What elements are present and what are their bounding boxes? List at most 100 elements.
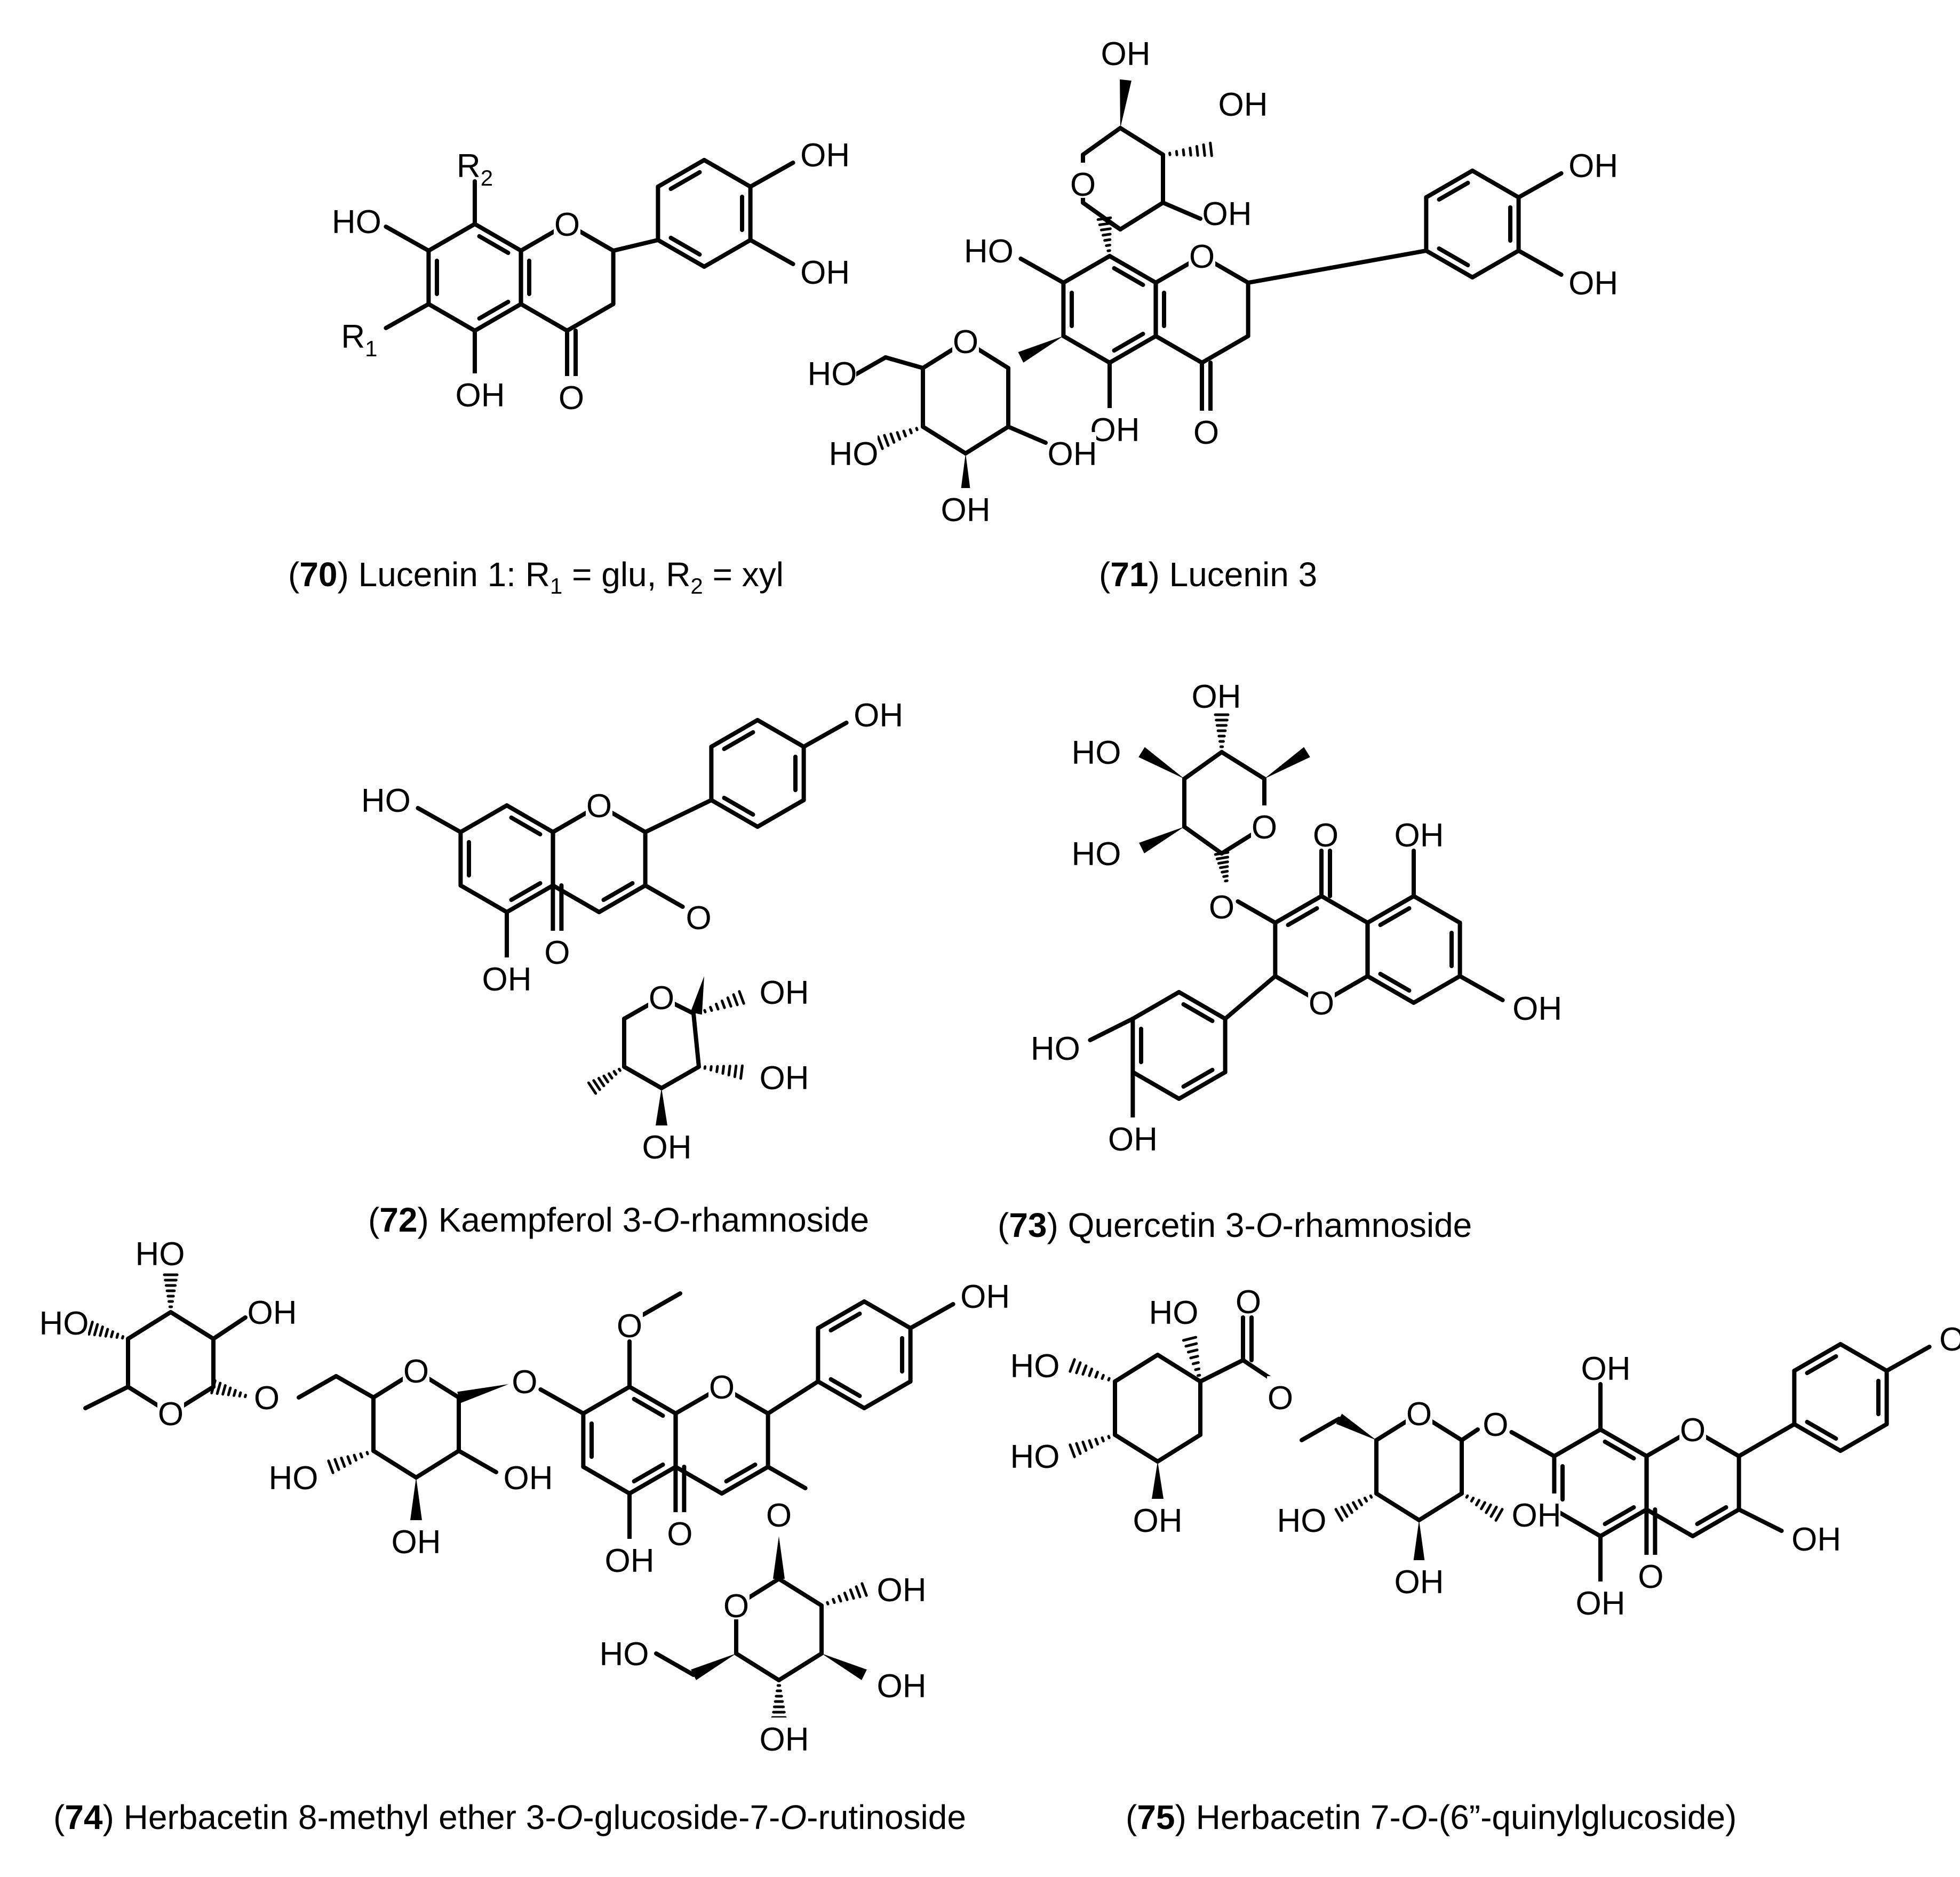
hash-bond bbox=[1340, 1505, 1349, 1518]
label-mask bbox=[1251, 805, 1278, 841]
carbonyl-o-70: O bbox=[559, 380, 584, 417]
oh-label-73: OH bbox=[1192, 678, 1241, 715]
oh-label-71: OH bbox=[1090, 412, 1140, 449]
hash-bond bbox=[1094, 1370, 1099, 1379]
carbonyl-o-71: O bbox=[1193, 414, 1219, 451]
hash-bond bbox=[726, 996, 732, 1008]
oh-label-73: OH bbox=[1395, 817, 1444, 854]
ring-b-74 bbox=[862, 1379, 913, 1410]
ring-a-75 bbox=[1552, 1507, 1603, 1538]
glycosidic-o-74: O bbox=[254, 1380, 280, 1417]
ring-c-72-double bbox=[601, 881, 635, 902]
ring-b-74-double bbox=[828, 1311, 862, 1333]
label-mask bbox=[455, 144, 495, 179]
label-mask bbox=[1070, 163, 1096, 198]
hash-bond bbox=[1094, 1437, 1099, 1446]
bond-75 bbox=[1509, 1430, 1557, 1458]
bond-75 bbox=[1884, 1345, 1932, 1373]
carbonyl-o-74: O bbox=[667, 1516, 692, 1553]
bond-71 bbox=[1006, 425, 1048, 445]
oh-label-73: OH bbox=[1108, 1121, 1158, 1158]
ring-b-71 bbox=[1424, 249, 1475, 279]
ring-a-74-double bbox=[632, 1462, 665, 1484]
rhamnose-ring-73 bbox=[1182, 750, 1224, 781]
ring-a-72-double bbox=[509, 815, 543, 837]
hash-bond bbox=[340, 1456, 346, 1468]
hash-bond bbox=[1088, 1367, 1094, 1377]
label-mask bbox=[1569, 261, 1618, 297]
ring-a-74 bbox=[627, 1385, 678, 1416]
hash-bond bbox=[1189, 1355, 1199, 1360]
ring-c-73-double bbox=[1286, 906, 1319, 928]
methoxy-o-74: O bbox=[617, 1308, 642, 1345]
label-mask bbox=[1235, 1280, 1262, 1315]
hash-bond bbox=[1485, 1503, 1492, 1514]
label-mask bbox=[685, 896, 712, 931]
hash-bond bbox=[233, 1388, 237, 1397]
caption-73: (73) Quercetin 3-O-rhamnoside bbox=[998, 1206, 1472, 1244]
oh-label-71: OH bbox=[1568, 148, 1618, 185]
label-mask bbox=[830, 432, 878, 467]
oh-label-72: OH bbox=[760, 1060, 809, 1097]
ring-b-70-double bbox=[668, 170, 702, 191]
bond-74 bbox=[766, 1379, 820, 1416]
ring-b-73 bbox=[1130, 990, 1181, 1021]
ring-a-70 bbox=[473, 302, 523, 333]
ring-a-72 bbox=[505, 803, 555, 834]
ho-label-74: HO bbox=[269, 1460, 318, 1497]
hash-bond bbox=[227, 1386, 232, 1396]
ho-label-75: HO bbox=[1277, 1503, 1327, 1539]
ring-c-75-double bbox=[1695, 1505, 1728, 1527]
caption-70: (70) Lucenin 1: R1 = glu, R2 = xyl bbox=[288, 555, 784, 598]
hash-bond bbox=[732, 993, 739, 1007]
ring-b-71-double bbox=[1437, 246, 1470, 268]
hash-bond bbox=[837, 1594, 842, 1603]
hash-bond bbox=[709, 1005, 713, 1012]
label-mask bbox=[1482, 1403, 1509, 1438]
ring-o-74: O bbox=[403, 1353, 429, 1390]
wedge-bond bbox=[690, 976, 704, 1015]
hash-bond bbox=[1217, 860, 1229, 865]
bond-75 bbox=[1300, 1417, 1341, 1442]
ring-a-73-double bbox=[1378, 971, 1412, 993]
label-mask bbox=[1267, 1376, 1294, 1411]
ring-a-71-double bbox=[1112, 266, 1145, 287]
ring-b-71-double bbox=[1437, 180, 1470, 202]
ring-b-75 bbox=[1838, 1342, 1889, 1373]
oh-label-74: OH bbox=[960, 1279, 1010, 1315]
bond-71 bbox=[883, 355, 925, 370]
label-mask bbox=[157, 1392, 184, 1427]
hash-bond bbox=[849, 1588, 855, 1600]
ring-c-73 bbox=[1273, 894, 1324, 925]
bond-75 bbox=[1736, 1507, 1784, 1533]
ring-a-75 bbox=[1552, 1427, 1603, 1458]
ring-a-75 bbox=[1598, 1427, 1649, 1458]
ho-label-70: HO bbox=[332, 204, 381, 241]
label-mask bbox=[854, 693, 903, 729]
oh-label-72: OH bbox=[642, 1129, 692, 1166]
hash-bond bbox=[1219, 865, 1229, 869]
hash-bond bbox=[238, 1391, 242, 1398]
ring-o-75: O bbox=[1680, 1412, 1706, 1449]
ring-b-75-double bbox=[1805, 1419, 1838, 1441]
label-mask bbox=[723, 1584, 750, 1619]
ho-label-71: HO bbox=[829, 436, 879, 473]
hash-bond bbox=[883, 434, 890, 447]
label-mask bbox=[708, 1365, 735, 1401]
xylose-ring-71 bbox=[1081, 201, 1122, 231]
hash-bond bbox=[738, 990, 745, 1005]
hash-bond bbox=[617, 1067, 622, 1072]
ring-c-71 bbox=[1200, 334, 1250, 365]
label-mask bbox=[760, 1056, 808, 1091]
bond-73 bbox=[1223, 974, 1278, 1021]
hash-bond bbox=[855, 1585, 862, 1599]
ring-a-71 bbox=[1061, 334, 1112, 365]
label-mask bbox=[616, 1304, 643, 1339]
hash-bond bbox=[1489, 1505, 1498, 1518]
oh-label-73: OH bbox=[1512, 991, 1562, 1027]
label-mask bbox=[878, 1568, 926, 1603]
bond-71 bbox=[1246, 249, 1429, 285]
hash-bond bbox=[216, 1381, 222, 1395]
quinic-ring-75 bbox=[1113, 1353, 1160, 1384]
